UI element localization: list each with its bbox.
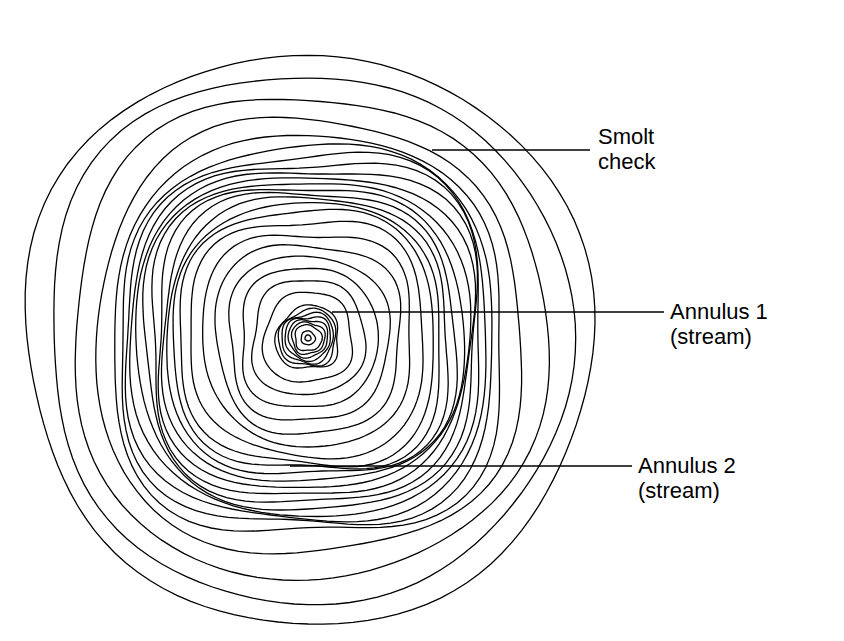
growth-ring <box>96 117 522 554</box>
growth-ring <box>115 135 500 531</box>
growth-ring <box>75 99 549 580</box>
scale-rings <box>25 55 595 624</box>
growth-ring <box>180 209 433 467</box>
growth-ring <box>215 245 401 435</box>
leader-line <box>332 311 664 312</box>
growth-ring <box>278 308 336 366</box>
growth-ring <box>136 173 478 510</box>
leader-line <box>290 465 632 466</box>
growth-ring <box>152 184 471 494</box>
callout-label: Annulus 2 (stream) <box>636 453 775 503</box>
growth-ring <box>203 235 410 447</box>
growth-ring <box>191 221 423 458</box>
growth-ring <box>275 305 338 368</box>
growth-ring <box>243 269 379 407</box>
callout-label: Annulus 1 (stream) <box>668 299 807 349</box>
growth-ring <box>122 144 492 525</box>
growth-ring <box>167 197 448 474</box>
leader-lines <box>290 150 664 466</box>
growth-ring <box>305 335 311 341</box>
leader-line <box>432 149 590 150</box>
growth-ring <box>262 292 352 382</box>
growth-ring <box>143 178 476 502</box>
growth-ring <box>54 78 576 605</box>
growth-ring <box>162 193 458 482</box>
growth-ring <box>173 203 439 469</box>
growth-ring <box>301 331 315 345</box>
growth-ring <box>292 322 326 355</box>
callout-label: Smolt check <box>596 124 695 174</box>
growth-ring <box>252 281 366 395</box>
growth-ring <box>285 317 330 362</box>
growth-ring <box>288 320 328 359</box>
growth-ring <box>25 55 595 624</box>
growth-ring <box>130 163 479 516</box>
growth-ring <box>158 190 464 488</box>
growth-ring <box>229 256 390 420</box>
growth-ring <box>282 312 333 364</box>
growth-ring <box>295 325 322 351</box>
